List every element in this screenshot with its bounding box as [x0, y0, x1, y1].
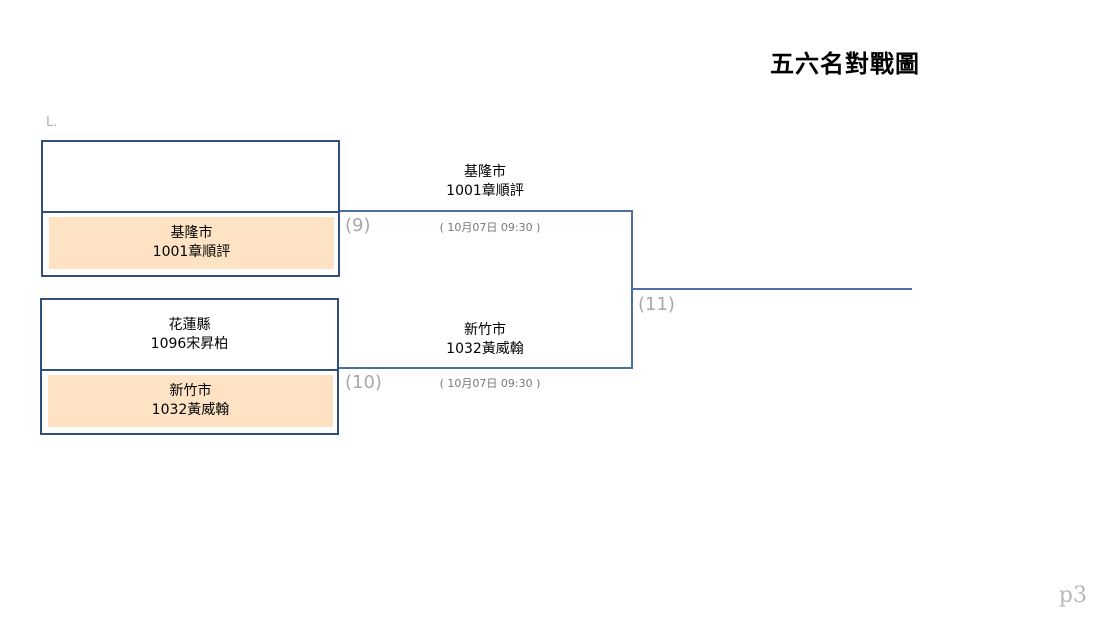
page-title: 五六名對戰圖: [770, 50, 920, 78]
match-10-winner-player: 1032黃威翰: [446, 341, 524, 357]
semifinal-vertical-line: [631, 210, 633, 369]
match-10-top-player: 1096宋昇柏: [150, 335, 229, 352]
match-10-bottom-team: 新竹市: [169, 383, 212, 399]
match-10-divider: [42, 369, 337, 371]
match-11-number: (11): [638, 294, 675, 315]
match-10-box: 花蓮縣 1096宋昇柏 新竹市 1032黃威翰: [40, 298, 339, 435]
match-9-bottom-player: 1001章順評: [152, 244, 231, 260]
match-9-divider: [43, 211, 338, 213]
match-9-number: (9): [345, 215, 371, 236]
match-9-connector-line: [340, 210, 633, 212]
match-9-bottom-slot: 基隆市 1001章順評: [49, 217, 334, 269]
match-10-connector-line: [339, 367, 633, 369]
final-output-line: [633, 288, 912, 290]
match-10-top-team: 花蓮縣: [168, 316, 211, 333]
match-10-number: (10): [345, 372, 382, 393]
match-10-bottom-slot: 新竹市 1032黃威翰: [48, 375, 333, 427]
match-9-winner-team: 基隆市: [464, 164, 506, 180]
match-10-winner-team: 新竹市: [464, 322, 506, 338]
page-number: p3: [1058, 583, 1087, 608]
match-9-time: ( 10月07日 09:30 ): [439, 221, 541, 234]
match-9-winner-player: 1001章順評: [446, 183, 524, 199]
match-10-winner: 新竹市 1032黃威翰: [385, 321, 585, 359]
match-9-box: 基隆市 1001章順評: [41, 140, 340, 277]
match-9-winner: 基隆市 1001章順評: [385, 163, 585, 201]
match-9-top-slot: [43, 142, 338, 211]
match-9-bottom-team: 基隆市: [170, 225, 213, 241]
match-10-bottom-player: 1032黃威翰: [151, 402, 230, 418]
match-10-top-slot: 花蓮縣 1096宋昇柏: [42, 300, 337, 369]
bracket-label: L.: [46, 115, 58, 130]
match-10-time: ( 10月07日 09:30 ): [439, 377, 541, 390]
